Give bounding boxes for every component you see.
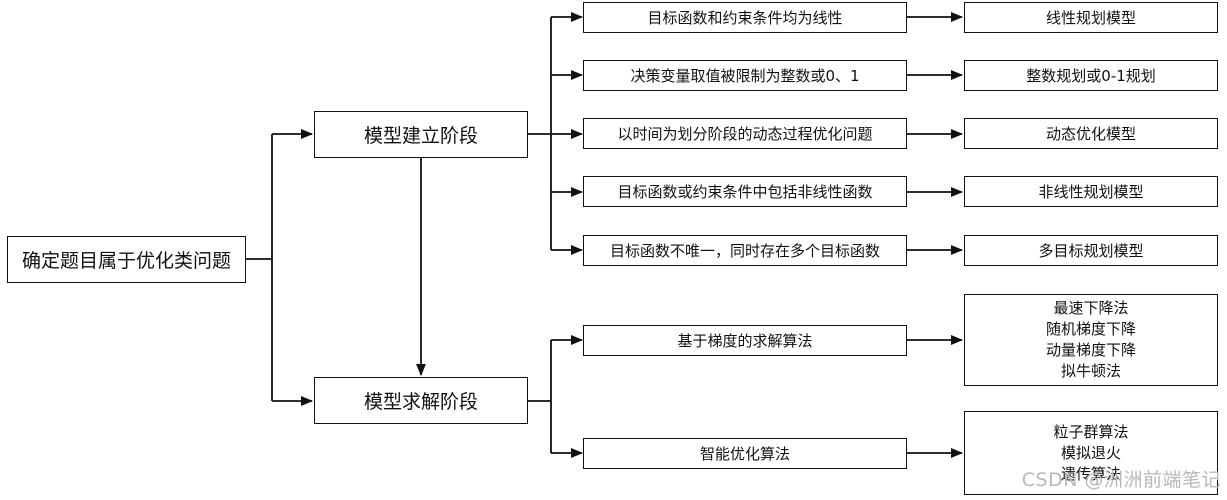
method-item: 粒子群算法 bbox=[1053, 422, 1129, 441]
model-label: 非线性规划模型 bbox=[1038, 183, 1144, 201]
condition-node: 目标函数和约束条件均为线性 bbox=[583, 2, 907, 33]
method-item: 拟牛顿法 bbox=[1060, 362, 1121, 380]
condition-node: 目标函数或约束条件中包括非线性函数 bbox=[583, 176, 907, 207]
solving-stage-label: 模型求解阶段 bbox=[363, 391, 478, 413]
method-item: 模拟退火 bbox=[1060, 443, 1121, 462]
model-label: 动态优化模型 bbox=[1045, 125, 1136, 143]
method-item: 遗传算法 bbox=[1060, 464, 1121, 483]
algorithm-category-node: 智能优化算法 bbox=[583, 438, 907, 469]
model-label: 整数规划或0-1规划 bbox=[1026, 67, 1156, 85]
condition-label: 目标函数和约束条件均为线性 bbox=[647, 9, 843, 27]
root-node: 确定题目属于优化类问题 bbox=[7, 236, 246, 283]
watermark: CSDN @洲洲前端笔记 bbox=[1021, 469, 1221, 491]
condition-label: 决策变量取值被限制为整数或0、1 bbox=[630, 67, 860, 85]
model-node: 非线性规划模型 bbox=[964, 176, 1218, 207]
model-label: 多目标规划模型 bbox=[1038, 242, 1144, 260]
model-node: 整数规划或0-1规划 bbox=[964, 60, 1218, 91]
solving-stage-node: 模型求解阶段 bbox=[314, 377, 528, 424]
root-node-label: 确定题目属于优化类问题 bbox=[21, 250, 231, 272]
condition-label: 以时间为划分阶段的动态过程优化问题 bbox=[617, 125, 873, 143]
algorithm-category-label: 基于梯度的求解算法 bbox=[677, 332, 813, 350]
intelligent-methods-list: 粒子群算法 模拟退火 遗传算法 bbox=[964, 411, 1218, 495]
condition-label: 目标函数或约束条件中包括非线性函数 bbox=[617, 183, 873, 201]
model-node: 线性规划模型 bbox=[964, 2, 1218, 33]
condition-node: 以时间为划分阶段的动态过程优化问题 bbox=[583, 118, 907, 149]
condition-node: 决策变量取值被限制为整数或0、1 bbox=[583, 60, 907, 91]
condition-label: 目标函数不唯一，同时存在多个目标函数 bbox=[609, 242, 880, 260]
modeling-stage-label: 模型建立阶段 bbox=[363, 125, 478, 147]
algorithm-category-node: 基于梯度的求解算法 bbox=[583, 325, 907, 356]
model-label: 线性规划模型 bbox=[1045, 9, 1136, 27]
gradient-methods-list: 最速下降法 随机梯度下降 动量梯度下降 拟牛顿法 bbox=[964, 294, 1218, 386]
condition-node: 目标函数不唯一，同时存在多个目标函数 bbox=[583, 235, 907, 266]
model-node: 动态优化模型 bbox=[964, 118, 1218, 149]
modeling-stage-node: 模型建立阶段 bbox=[314, 111, 528, 158]
method-item: 随机梯度下降 bbox=[1045, 320, 1136, 338]
algorithm-category-label: 智能优化算法 bbox=[699, 445, 790, 463]
model-node: 多目标规划模型 bbox=[964, 235, 1218, 266]
method-item: 动量梯度下降 bbox=[1045, 341, 1136, 359]
method-item: 最速下降法 bbox=[1053, 299, 1129, 317]
